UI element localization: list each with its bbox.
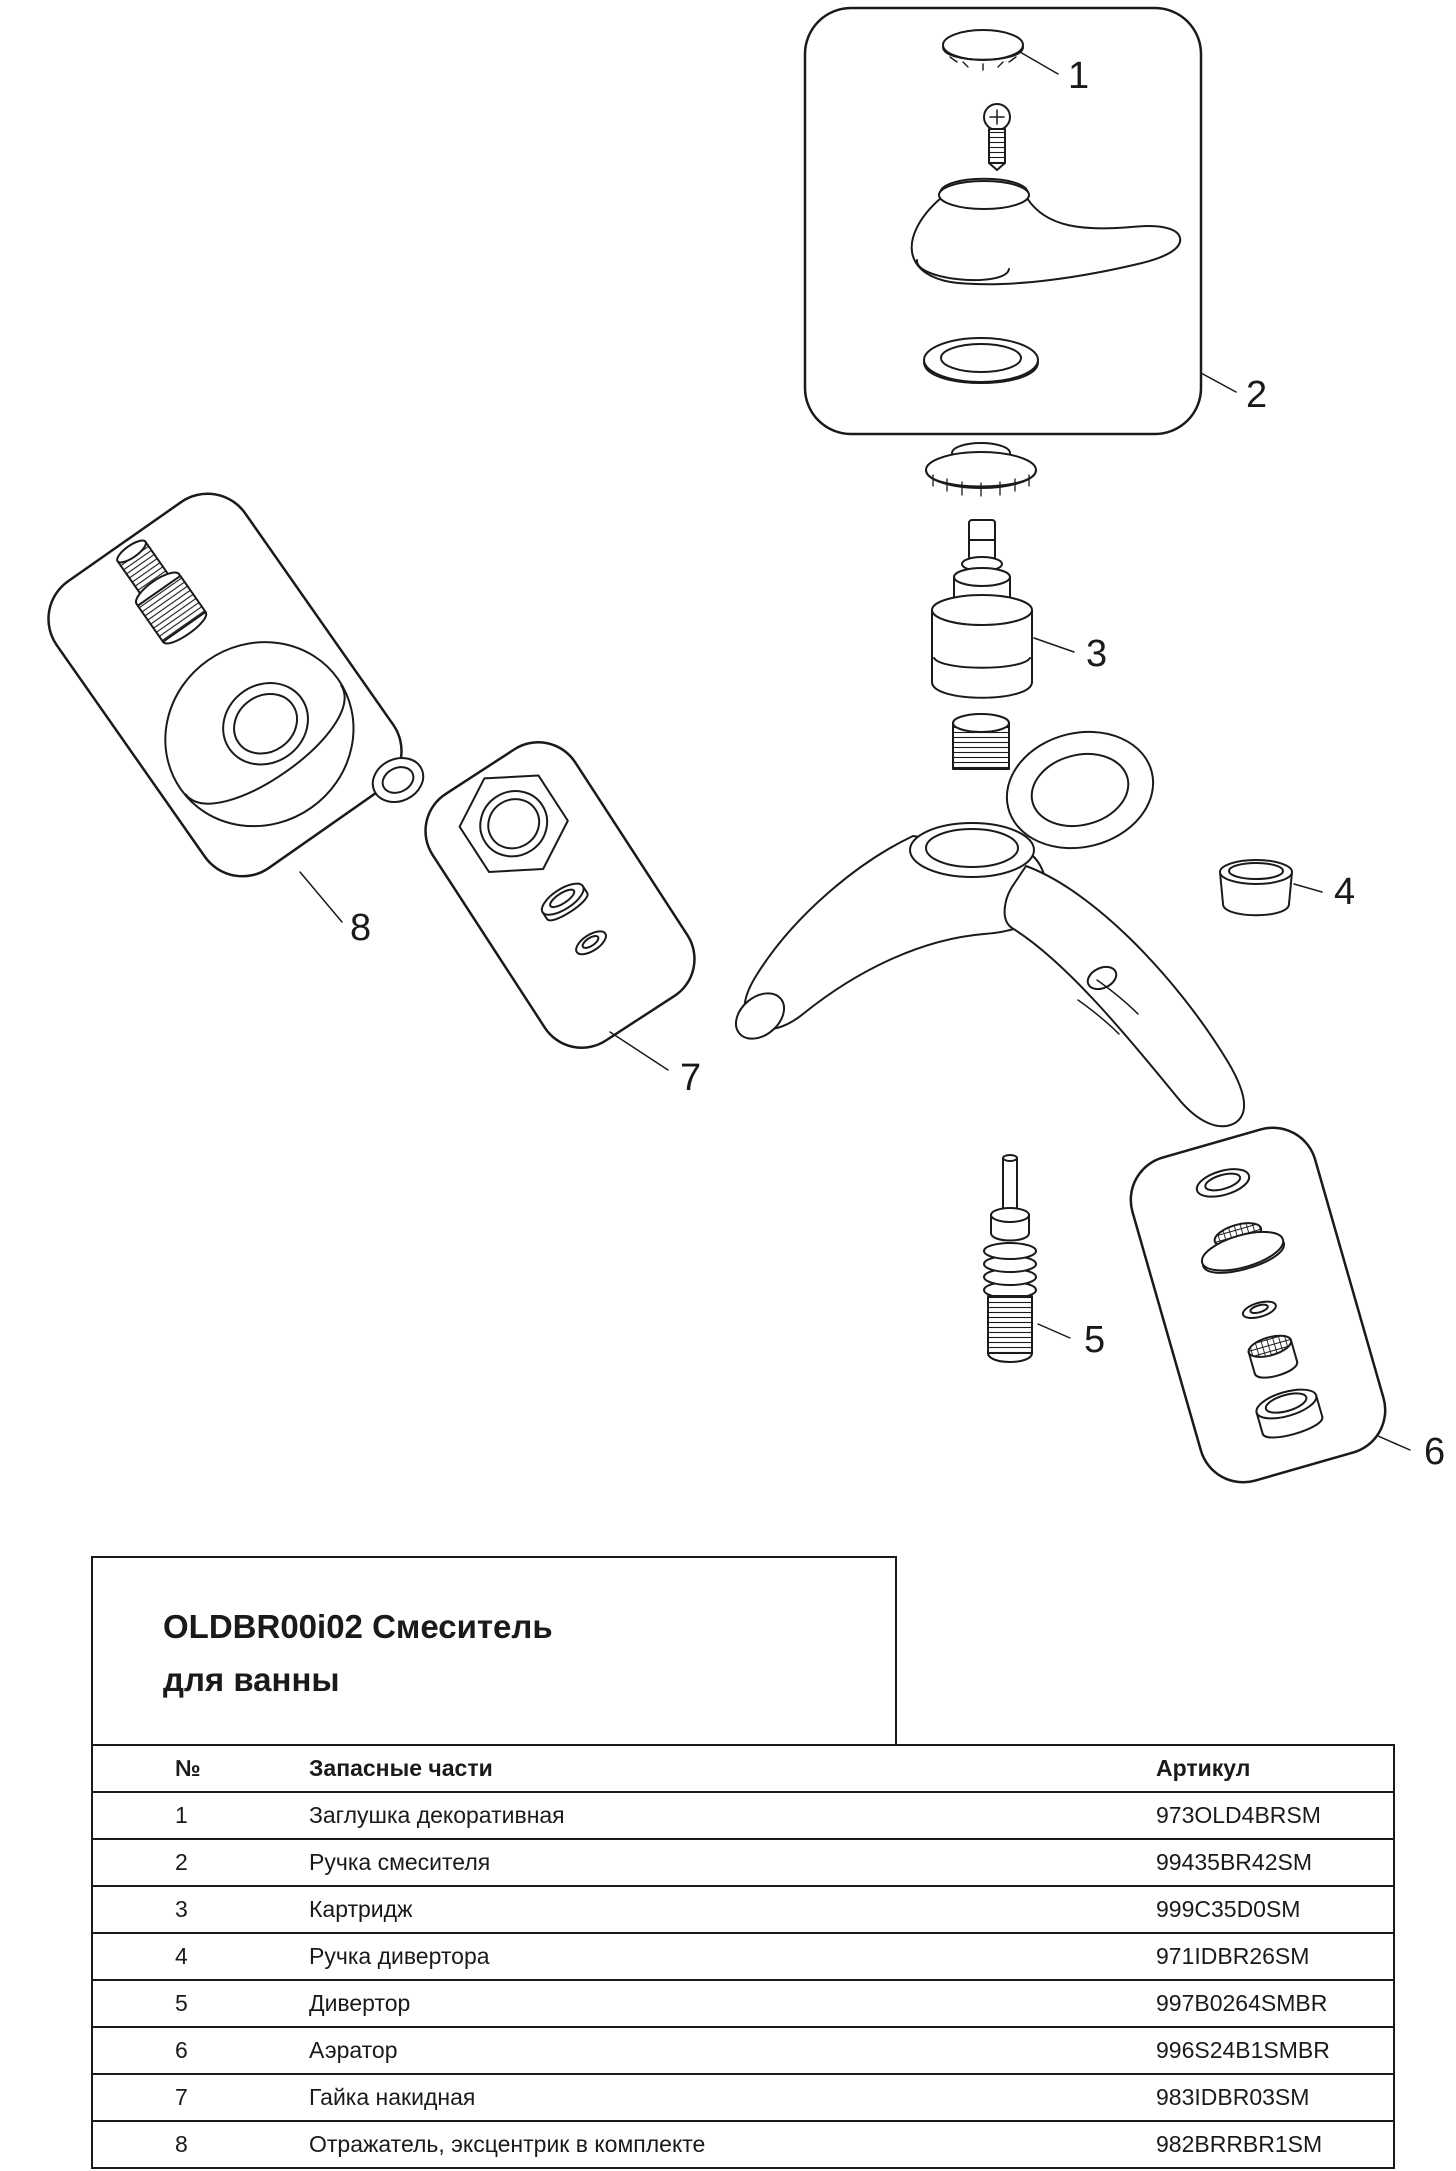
escutcheon-group — [47, 492, 403, 878]
callout-2: 2 — [1246, 374, 1267, 416]
aerator-group — [1129, 1126, 1387, 1484]
part-number-cell: 4 — [92, 1933, 309, 1981]
diverter-valve-part — [983, 1154, 1037, 1363]
table-row: 7 Гайка накидная 983IDBR03SM — [92, 2074, 1394, 2122]
callout-1: 1 — [1068, 55, 1089, 97]
decorative-cap-part — [942, 29, 1024, 71]
cartridge-part — [931, 519, 1033, 699]
part-name-cell: Дивертор — [309, 1980, 1156, 2028]
part-number-cell: 7 — [92, 2074, 309, 2122]
table-row: 1 Заглушка декоративная 973OLD4BRSM — [92, 1792, 1394, 1840]
union-nut-group — [424, 741, 696, 1049]
callout-6: 6 — [1424, 1431, 1445, 1473]
header-num: № — [92, 1745, 309, 1793]
table-row: 6 Аэратор 996S24B1SMBR — [92, 2027, 1394, 2075]
part-number-cell: 8 — [92, 2121, 309, 2169]
table-row: 8 Отражатель, эксцентрик в комплекте 982… — [92, 2121, 1394, 2169]
part-name-cell: Заглушка декоративная — [309, 1792, 1156, 1840]
part-number-cell: 5 — [92, 1980, 309, 2028]
part-number-cell: 2 — [92, 1839, 309, 1887]
callout-7: 7 — [680, 1057, 701, 1099]
part-name-cell: Аэратор — [309, 2027, 1156, 2075]
mixer-handle-part — [910, 177, 1182, 286]
table-row: 3 Картридж 999C35D0SM — [92, 1886, 1394, 1934]
handle-ring-part — [923, 337, 1039, 384]
header-parts: Запасные части — [309, 1745, 1156, 1793]
callout-1-leader — [1019, 51, 1059, 75]
handle-screw — [983, 103, 1011, 171]
part-article-cell: 971IDBR26SM — [1156, 1933, 1394, 1981]
product-title-box: OLDBR00i02 Смеситель для ванны — [91, 1556, 897, 1744]
escutcheon-oring — [371, 757, 425, 803]
part-name-cell: Отражатель, эксцентрик в комплекте — [309, 2121, 1156, 2169]
callout-4-leader — [1293, 883, 1323, 893]
part-number-cell: 3 — [92, 1886, 309, 1934]
header-article: Артикул — [1156, 1745, 1394, 1793]
callout-5: 5 — [1084, 1319, 1105, 1361]
part-name-cell: Ручка смесителя — [309, 1839, 1156, 1887]
product-title-line2: для ванны — [163, 1661, 340, 1699]
callout-2-leader — [1200, 372, 1237, 393]
part-article-cell: 982BRRBR1SM — [1156, 2121, 1394, 2169]
faucet-body — [734, 713, 1246, 1128]
part-article-cell: 999C35D0SM — [1156, 1886, 1394, 1934]
part-number-cell: 6 — [92, 2027, 309, 2075]
product-title-line1: OLDBR00i02 Смеситель — [163, 1608, 553, 1645]
parts-table: № Запасные части Артикул 1 Заглушка деко… — [91, 1744, 1395, 2169]
part-number-cell: 1 — [92, 1792, 309, 1840]
part-name-cell: Картридж — [309, 1886, 1156, 1934]
table-row: 4 Ручка дивертора 971IDBR26SM — [92, 1933, 1394, 1981]
part-article-cell: 997B0264SMBR — [1156, 1980, 1394, 2028]
callout-6-leader — [1377, 1435, 1411, 1451]
part-article-cell: 973OLD4BRSM — [1156, 1792, 1394, 1840]
threaded-adapter-ring — [925, 442, 1037, 497]
callout-3-leader — [1033, 637, 1075, 653]
table-header-row: № Запасные части Артикул — [92, 1745, 1394, 1793]
callout-7-leader — [609, 1031, 669, 1071]
callout-5-leader — [1037, 1323, 1071, 1339]
callout-8: 8 — [350, 907, 371, 949]
part-article-cell: 983IDBR03SM — [1156, 2074, 1394, 2122]
part-article-cell: 99435BR42SM — [1156, 1839, 1394, 1887]
callout-3: 3 — [1086, 633, 1107, 675]
table-row: 5 Дивертор 997B0264SMBR — [92, 1980, 1394, 2028]
part-article-cell: 996S24B1SMBR — [1156, 2027, 1394, 2075]
callout-4: 4 — [1334, 871, 1355, 913]
spec-block: OLDBR00i02 Смеситель для ванны № Запасны… — [91, 1556, 1395, 2169]
part-name-cell: Ручка дивертора — [309, 1933, 1156, 1981]
exploded-diagram: 1 2 3 4 5 6 7 8 — [47, 6, 1445, 1484]
part-name-cell: Гайка накидная — [309, 2074, 1156, 2122]
diverter-knob-part — [1219, 859, 1293, 917]
table-row: 2 Ручка смесителя 99435BR42SM — [92, 1839, 1394, 1887]
callout-8-leader — [299, 871, 343, 923]
